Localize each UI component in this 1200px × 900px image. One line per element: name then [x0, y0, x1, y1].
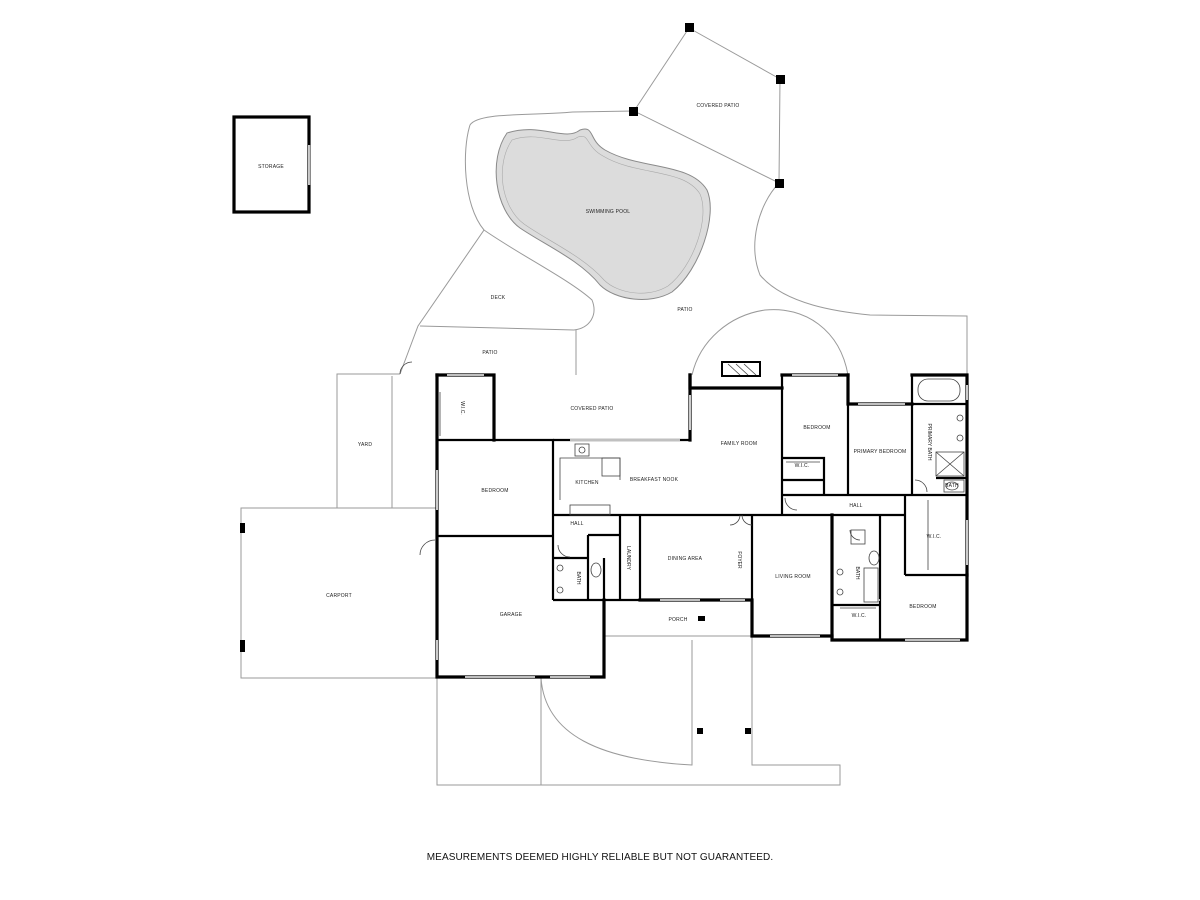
label-porch: PORCH — [668, 617, 687, 623]
label-swimming-pool: SWIMMING POOL — [586, 209, 631, 215]
storage-building — [232, 115, 311, 214]
label-bath-right: BATH — [945, 483, 959, 489]
patio-right-outline — [754, 182, 968, 374]
label-wic-left: W.I.C. — [459, 401, 465, 415]
driveway-outline — [436, 636, 841, 786]
label-carport: CARPORT — [326, 593, 352, 599]
label-family-room: FAMILY ROOM — [721, 441, 757, 447]
label-breakfast-nook: BREAKFAST NOOK — [630, 477, 679, 483]
windows — [436, 374, 968, 678]
pool-deck-outline — [399, 110, 635, 375]
label-bedroom-top: BEDROOM — [803, 425, 830, 431]
swimming-pool — [495, 128, 711, 300]
label-living-room: LIVING ROOM — [775, 574, 811, 580]
label-dining-area: DINING AREA — [668, 556, 703, 562]
label-hall-left: HALL — [570, 521, 583, 527]
label-bedroom-left: BEDROOM — [481, 488, 508, 494]
patio-arch-outline — [691, 309, 849, 376]
label-covered-patio: COVERED PATIO — [571, 406, 614, 412]
label-bedroom-bottom: BEDROOM — [909, 604, 936, 610]
label-primary-bedroom: PRIMARY BEDROOM — [854, 449, 907, 455]
fireplace-icon — [721, 361, 761, 377]
patio-posts — [240, 23, 785, 734]
label-patio-right: PATIO — [677, 307, 692, 313]
label-bath-left: BATH — [575, 572, 581, 585]
label-deck: DECK — [491, 295, 506, 301]
label-wic-small: W.I.C. — [795, 463, 810, 469]
label-storage: STORAGE — [258, 164, 284, 170]
fixtures — [399, 361, 965, 609]
label-wic-right: W.I.C. — [927, 534, 942, 540]
label-garage: GARAGE — [500, 612, 523, 618]
label-primary-bath: PRIMARY BATH — [926, 424, 932, 461]
house-walls — [435, 373, 969, 679]
label-bath-mid: BATH — [854, 567, 860, 580]
disclaimer-text: MEASUREMENTS DEEMED HIGHLY RELIABLE BUT … — [426, 852, 774, 863]
label-patio-left: PATIO — [482, 350, 497, 356]
label-laundry: LAUNDRY — [625, 546, 631, 570]
label-foyer: FOYER — [736, 551, 742, 569]
yard-outline — [336, 373, 437, 509]
deck-outline — [419, 229, 595, 331]
room-labels: STORAGE COVERED PATIO SWIMMING POOL DECK… — [258, 103, 959, 623]
label-covered-patio-top: COVERED PATIO — [697, 103, 740, 109]
label-yard: YARD — [358, 442, 373, 448]
label-hall-right: HALL — [849, 503, 862, 509]
label-kitchen: KITCHEN — [575, 480, 599, 486]
label-wic-bottom: W.I.C. — [852, 613, 867, 619]
